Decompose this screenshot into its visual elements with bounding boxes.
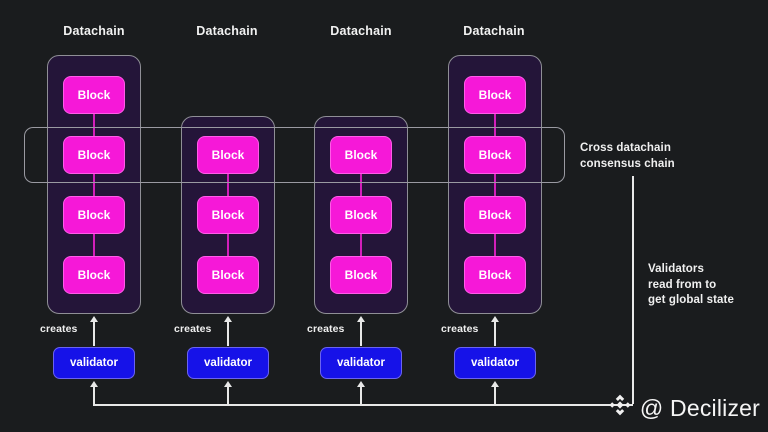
- binance-diamond-icon: [607, 392, 633, 424]
- creates-label-1: creates: [40, 323, 78, 335]
- watermark: @ Decilizer: [607, 392, 760, 424]
- block-node[interactable]: Block: [330, 136, 392, 174]
- creates-arrow-line-2: [227, 321, 229, 346]
- creates-arrow-line-4: [494, 321, 496, 346]
- block-link-2-2: [227, 232, 229, 277]
- creates-arrow-head-3: [357, 316, 365, 322]
- creates-label-4: creates: [441, 323, 479, 335]
- block-node[interactable]: Block: [197, 196, 259, 234]
- bus-arrow-line-4: [494, 386, 496, 405]
- block-link-1-3: [93, 232, 95, 277]
- block-node[interactable]: Block: [197, 256, 259, 294]
- column-header-datachain-4: Datachain: [463, 24, 525, 38]
- block-link-4-3: [494, 232, 496, 277]
- block-link-4-1: [494, 112, 496, 157]
- watermark-handle: @ Decilizer: [639, 394, 760, 421]
- cross-datachain-consensus-rect[interactable]: [24, 127, 565, 183]
- block-node[interactable]: Block: [464, 136, 526, 174]
- creates-label-3: creates: [307, 323, 345, 335]
- annotation-cross-datachain-consensus: Cross datachain consensus chain: [580, 142, 675, 170]
- bus-arrow-head-3: [357, 381, 365, 387]
- block-node[interactable]: Block: [63, 76, 125, 114]
- bus-arrow-head-1: [90, 381, 98, 387]
- block-node[interactable]: Block: [63, 256, 125, 294]
- block-node[interactable]: Block: [63, 136, 125, 174]
- creates-arrow-line-1: [93, 321, 95, 346]
- block-link-3-1: [360, 172, 362, 217]
- block-node[interactable]: Block: [197, 136, 259, 174]
- annotation-validators-read: Validators read from to get global state: [648, 263, 734, 307]
- block-link-1-1: [93, 112, 95, 157]
- block-link-3-2: [360, 232, 362, 277]
- consensus-to-bus-line: [632, 176, 634, 404]
- creates-label-2: creates: [174, 323, 212, 335]
- block-node[interactable]: Block: [464, 76, 526, 114]
- validator-box-3[interactable]: validator: [320, 347, 402, 379]
- validator-box-2[interactable]: validator: [187, 347, 269, 379]
- block-link-1-2: [93, 172, 95, 217]
- creates-arrow-head-1: [90, 316, 98, 322]
- column-header-datachain-3: Datachain: [330, 24, 392, 38]
- block-node[interactable]: Block: [464, 256, 526, 294]
- bus-arrow-line-3: [360, 386, 362, 405]
- block-node[interactable]: Block: [63, 196, 125, 234]
- creates-arrow-head-2: [224, 316, 232, 322]
- bus-arrow-line-1: [93, 386, 95, 405]
- block-node[interactable]: Block: [330, 196, 392, 234]
- validator-box-4[interactable]: validator: [454, 347, 536, 379]
- block-link-2-1: [227, 172, 229, 217]
- bus-arrow-head-4: [491, 381, 499, 387]
- block-link-4-2: [494, 172, 496, 217]
- block-node[interactable]: Block: [464, 196, 526, 234]
- column-header-datachain-1: Datachain: [63, 24, 125, 38]
- block-node[interactable]: Block: [330, 256, 392, 294]
- global-state-bus-line: [93, 404, 633, 406]
- creates-arrow-head-4: [491, 316, 499, 322]
- bus-arrow-head-2: [224, 381, 232, 387]
- creates-arrow-line-3: [360, 321, 362, 346]
- bus-arrow-line-2: [227, 386, 229, 405]
- column-header-datachain-2: Datachain: [196, 24, 258, 38]
- validator-box-1[interactable]: validator: [53, 347, 135, 379]
